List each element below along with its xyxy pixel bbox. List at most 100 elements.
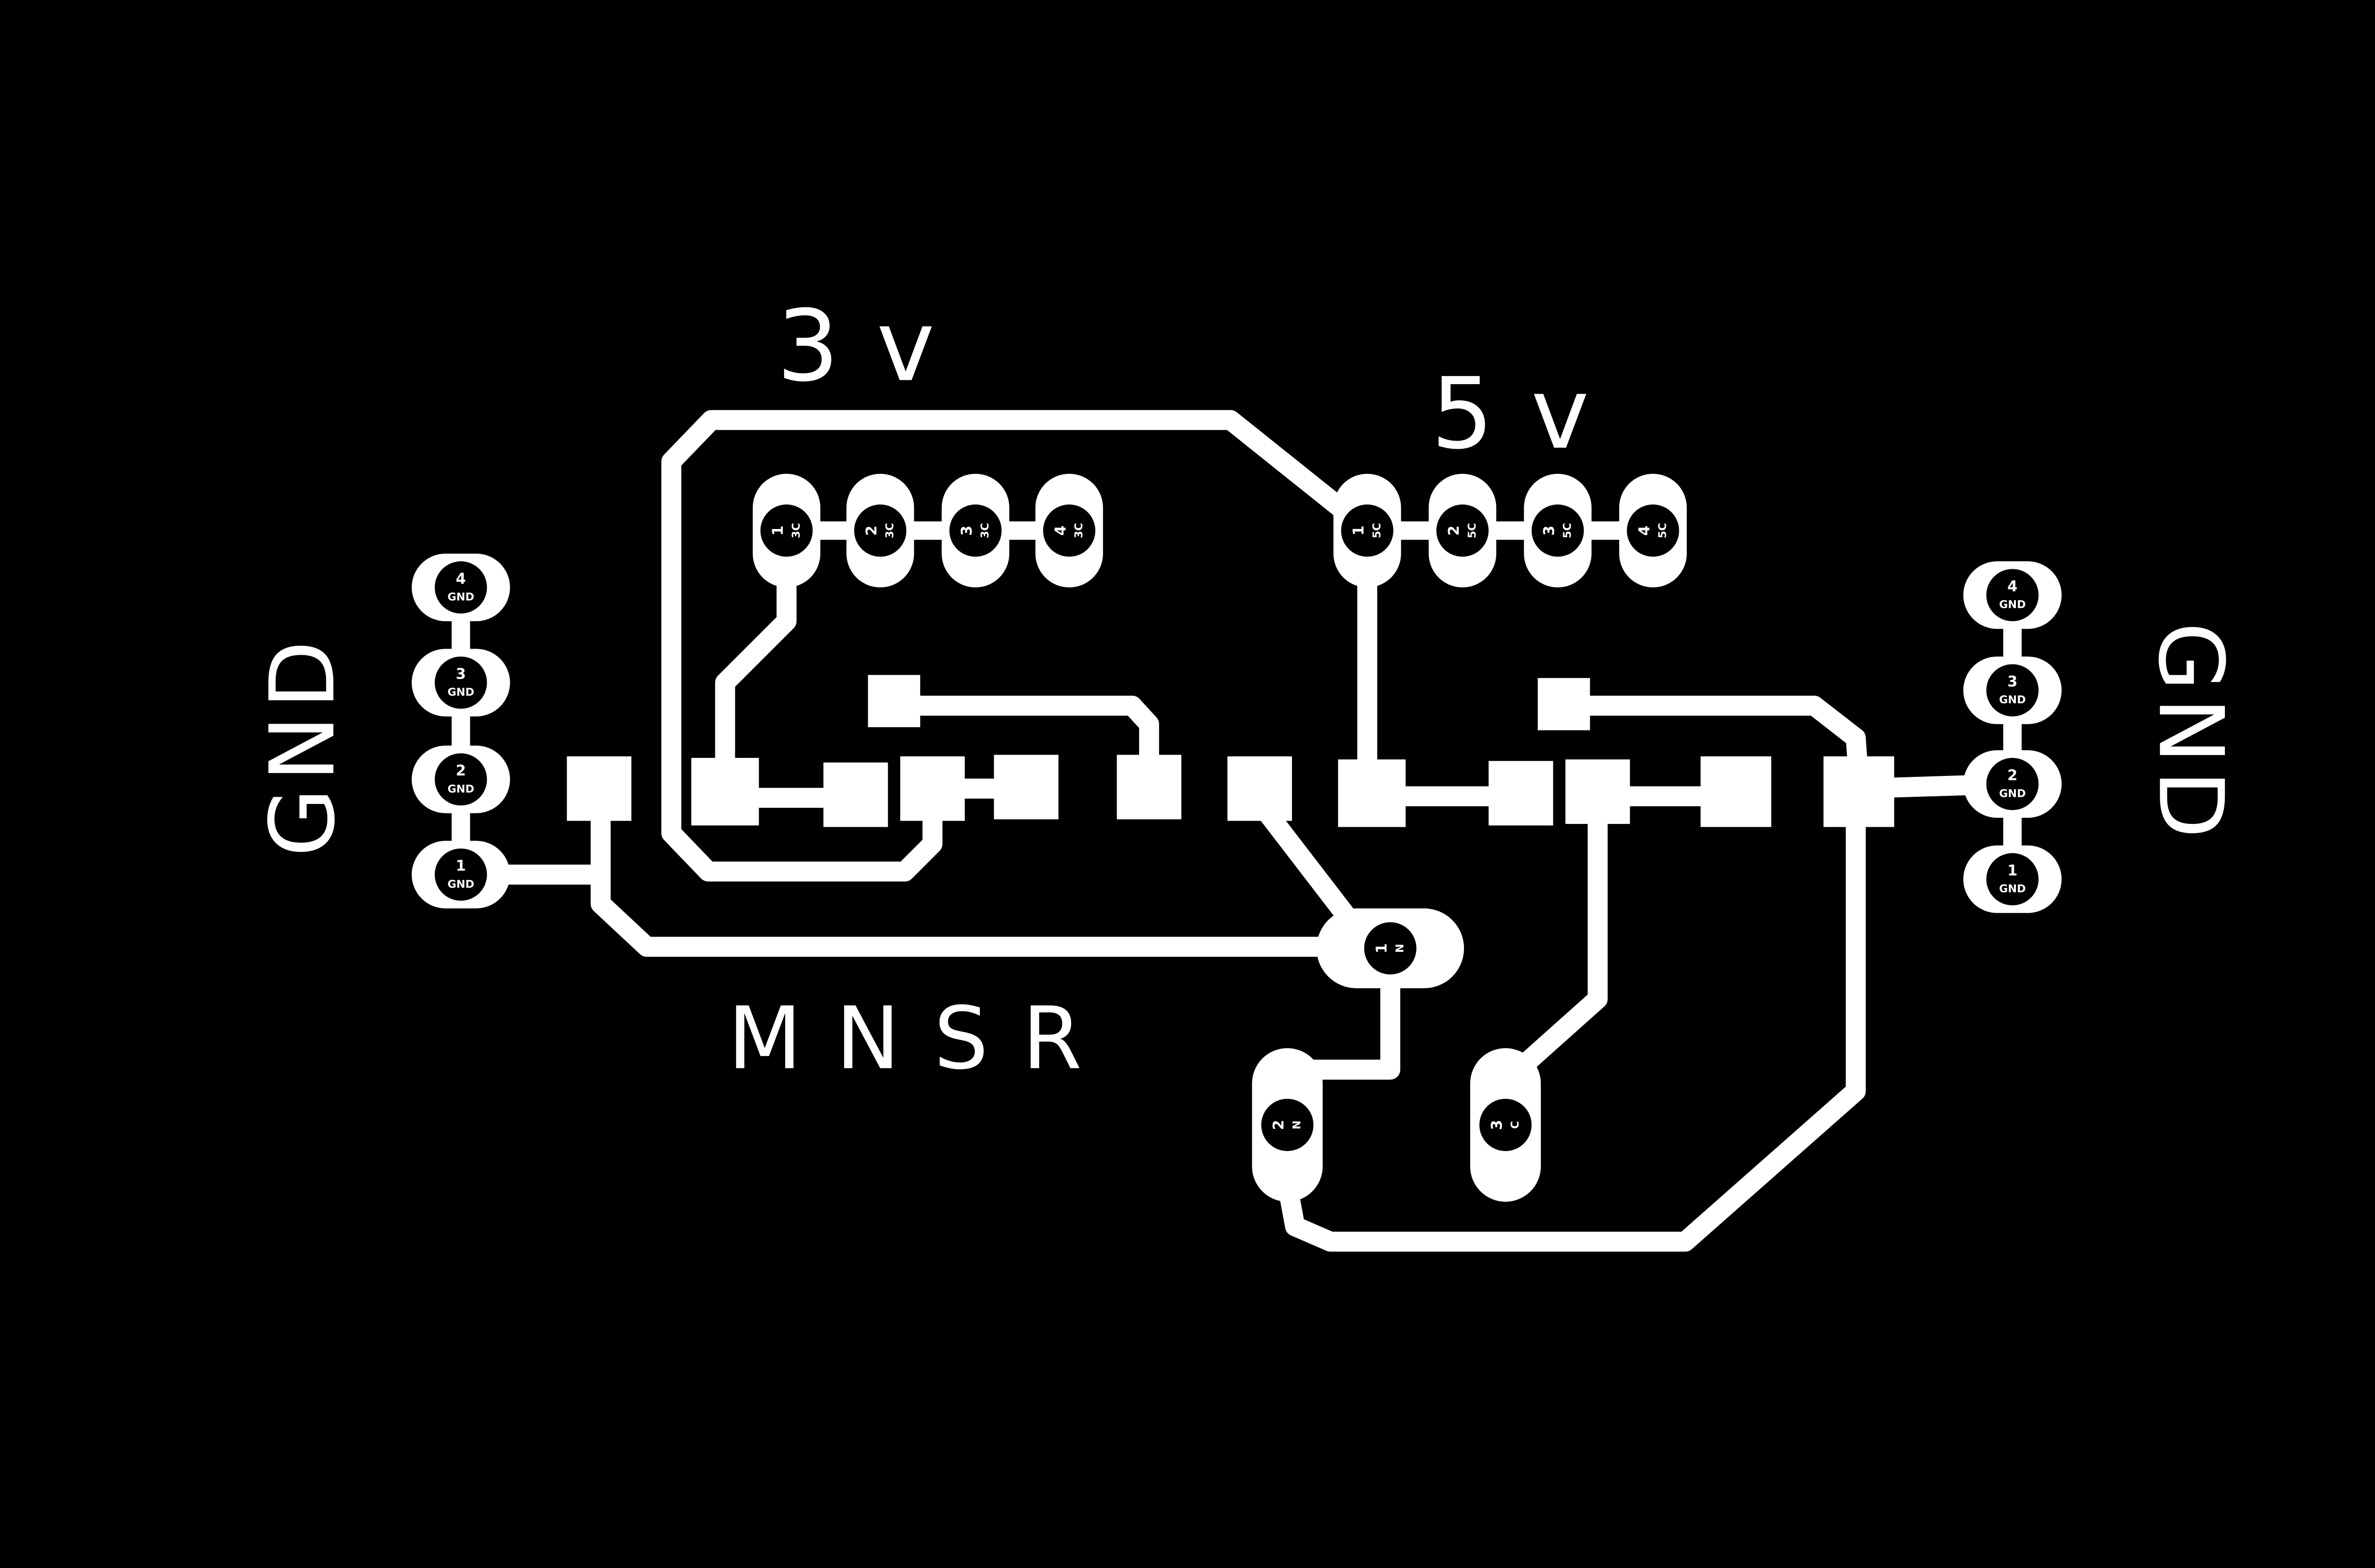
net-label-gnd-right: GND (2138, 622, 2242, 845)
pad-label-sub-c3-pin-1: 3C (790, 523, 802, 538)
drill-hole-c3-pin-1 (760, 504, 813, 557)
pad-label-num-n-pin-1: 1 (1373, 943, 1390, 953)
drill-hole-n-pin-3 (1479, 1099, 1532, 1151)
pad-label-num-c3-pin-3: 3 (959, 526, 976, 536)
pad-smd-02 (691, 758, 759, 826)
pad-smd-07 (1227, 756, 1292, 821)
pad-label-sub-gnd-right-2: GND (1999, 787, 2026, 800)
net-label-gnd-left: GND (251, 634, 355, 857)
pad-label-num-c5-pin-4: 4 (1636, 526, 1653, 536)
pad-label-c3-pin-2: 2 3C (863, 523, 896, 538)
pad-label-sub-gnd-right-3: GND (1999, 694, 2026, 706)
pad-smd-01 (567, 756, 632, 821)
pad-label-sub-gnd-left-2: GND (447, 783, 474, 795)
pad-label-num-gnd-left-1: 1 (456, 858, 466, 875)
pad-label-num-gnd-left-4: 4 (456, 570, 466, 587)
drill-hole-n-pin-1 (1364, 922, 1416, 975)
trace-net-5v-loop (661, 410, 1371, 882)
pad-smd-08 (1338, 759, 1406, 827)
drill-hole-gnd-right-4 (1986, 569, 2039, 622)
pad-smd-11 (1700, 756, 1771, 827)
pad-label-sub-c5-pin-1: 5C (1371, 523, 1383, 538)
drill-hole-gnd-left-4 (435, 561, 487, 614)
trace-smd10-n3-link (1515, 795, 1608, 1074)
pad-label-c3-pin-4: 4 3C (1052, 523, 1085, 538)
drill-hole-c5-pin-2 (1436, 504, 1489, 557)
pad-smd-06 (1117, 755, 1182, 820)
trace-bottom-loop (1277, 789, 1866, 1252)
pad-label-c5-pin-1: 1 5C (1350, 523, 1383, 538)
net-label-5v: 5 v (1431, 357, 1592, 471)
pad-label-sub-n-pin-3: C (1509, 1121, 1521, 1129)
pad-smd-13 (868, 675, 921, 727)
drill-hole-c3-pin-4 (1043, 504, 1095, 557)
drill-hole-gnd-left-1 (435, 848, 487, 901)
drill-hole-gnd-right-2 (1986, 758, 2039, 810)
drill-hole-c5-pin-3 (1531, 504, 1584, 557)
pad-label-sub-c3-pin-3: 3C (979, 523, 991, 538)
pad-label-sub-n-pin-2: N (1291, 1121, 1303, 1130)
drill-hole-gnd-right-1 (1986, 853, 2039, 906)
pad-label-sub-gnd-left-1: GND (447, 878, 474, 890)
trace-n1-n2-link (1291, 975, 1400, 1080)
pad-smd-12 (1823, 756, 1894, 827)
drill-hole-c5-pin-1 (1341, 504, 1394, 557)
pad-label-num-gnd-right-2: 2 (2007, 767, 2017, 784)
pad-label-sub-c5-pin-3: 5C (1561, 523, 1574, 538)
pad-label-num-c5-pin-1: 1 (1350, 526, 1367, 536)
drill-hole-gnd-left-2 (435, 753, 487, 806)
pad-label-sub-n-pin-1: N (1394, 944, 1406, 953)
pad-label-num-gnd-right-3: 3 (2007, 673, 2017, 690)
net-label-3v: 3 v (777, 289, 938, 403)
pad-smd-10 (1565, 759, 1630, 824)
drill-hole-gnd-left-3 (435, 656, 487, 709)
pad-smd-04 (900, 756, 965, 821)
pad-label-num-gnd-right-4: 4 (2007, 578, 2017, 595)
board-label-mnsr: MNSR (728, 988, 1116, 1088)
pad-label-sub-gnd-left-3: GND (447, 686, 474, 699)
drill-hole-c3-pin-3 (949, 504, 1002, 557)
pad-label-num-c5-pin-3: 3 (1540, 526, 1558, 536)
pad-label-sub-c5-pin-2: 5C (1466, 523, 1478, 538)
pad-smd-09 (1488, 761, 1553, 826)
pad-smd-05 (994, 755, 1059, 820)
pad-label-num-c3-pin-4: 4 (1052, 526, 1069, 536)
pad-label-sub-c5-pin-4: 5C (1656, 523, 1669, 538)
pad-label-sub-gnd-left-4: GND (447, 591, 474, 604)
pad-label-num-n-pin-3: 3 (1488, 1120, 1505, 1130)
pad-label-num-gnd-left-2: 2 (456, 762, 466, 779)
drill-hole-gnd-right-3 (1986, 664, 2039, 717)
pad-label-num-gnd-left-3: 3 (456, 665, 466, 682)
pad-label-sub-c3-pin-2: 3C (884, 523, 896, 538)
drill-hole-c5-pin-4 (1626, 504, 1679, 557)
pad-smd-14 (1538, 678, 1590, 730)
pad-label-sub-c3-pin-4: 3C (1073, 523, 1085, 538)
pad-label-num-n-pin-2: 2 (1270, 1120, 1287, 1130)
pad-label-sub-gnd-right-1: GND (1999, 883, 2026, 895)
pad-label-sub-gnd-right-4: GND (1999, 599, 2026, 611)
pad-label-num-c5-pin-2: 2 (1445, 526, 1463, 536)
pad-label-num-gnd-right-1: 1 (2007, 862, 2017, 879)
pad-smd-03 (823, 762, 888, 827)
pad-label-num-c3-pin-2: 2 (863, 526, 880, 536)
pad-label-num-c3-pin-1: 1 (770, 526, 787, 536)
drill-hole-c3-pin-2 (854, 504, 907, 557)
drill-hole-n-pin-2 (1261, 1099, 1314, 1151)
